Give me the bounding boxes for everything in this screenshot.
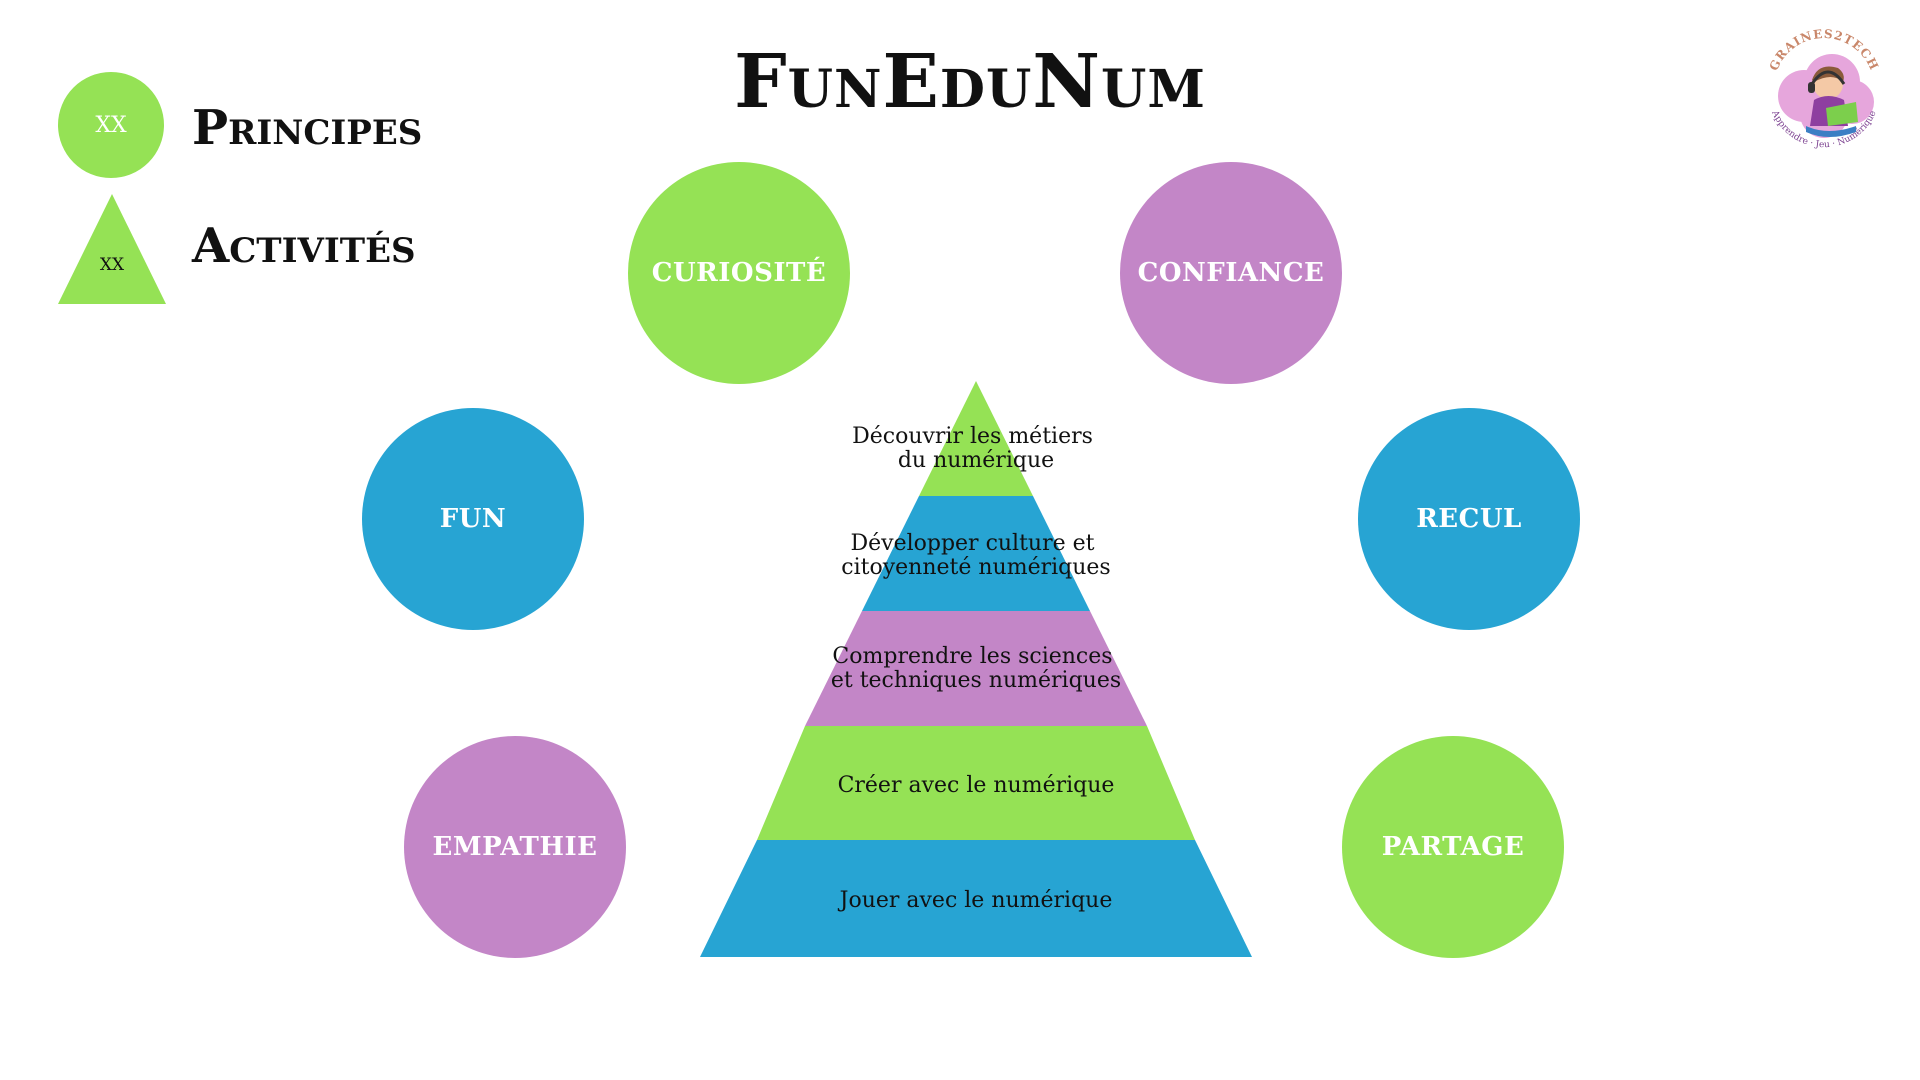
- legend-activities-label: Activités: [192, 218, 416, 274]
- legend-circle-sample-text: XX: [95, 112, 127, 138]
- principle-circle-partage: PARTAGE: [1342, 736, 1564, 958]
- pyramid-level-1: [919, 381, 1033, 496]
- principle-circle-curiosite: CURIOSITÉ: [628, 162, 850, 384]
- legend-triangle-sample-text: XX: [100, 255, 125, 275]
- activity-label-5: Jouer avec le numérique: [838, 888, 1113, 913]
- pyramid-level-3: [805, 611, 1147, 726]
- activity-label-3: Comprendre les sciences et techniques nu…: [831, 644, 1121, 693]
- principle-label-empathie: EMPATHIE: [432, 832, 598, 862]
- legend-circle-symbol: XX: [58, 72, 164, 178]
- principle-circle-empathie: EMPATHIE: [404, 736, 626, 958]
- pyramid-level-5: [700, 840, 1252, 957]
- activity-label-2: Développer culture et citoyenneté numéri…: [841, 531, 1110, 580]
- activity-line: et techniques numériques: [831, 668, 1121, 693]
- principle-label-recul: RECUL: [1416, 504, 1522, 534]
- pyramid-level-4: [757, 726, 1195, 840]
- activity-line: Développer culture et: [850, 531, 1094, 556]
- activity-line: citoyenneté numériques: [841, 555, 1110, 580]
- principle-circle-confiance: CONFIANCE: [1120, 162, 1342, 384]
- legend-triangle-symbol: XX: [58, 194, 166, 304]
- principle-label-confiance: CONFIANCE: [1137, 258, 1325, 288]
- kid-with-laptop-logo: GRAINES2TECH Apprendre · Jeu · Numérique: [1767, 27, 1881, 150]
- principle-circle-fun: FUN: [362, 408, 584, 630]
- activity-line: du numérique: [898, 448, 1054, 473]
- principle-label-curiosite: CURIOSITÉ: [651, 258, 827, 288]
- legend-principles-label: Principes: [192, 100, 423, 156]
- activity-label-1: Découvrir les métiers du numérique: [852, 424, 1100, 473]
- activity-line: Créer avec le numérique: [838, 773, 1115, 798]
- activity-line: Jouer avec le numérique: [838, 888, 1113, 913]
- activity-line: Comprendre les sciences: [832, 644, 1112, 669]
- principle-label-partage: PARTAGE: [1381, 832, 1525, 862]
- activity-label-4: Créer avec le numérique: [838, 773, 1115, 798]
- principle-circle-recul: RECUL: [1358, 408, 1580, 630]
- principle-label-fun: FUN: [439, 504, 507, 534]
- activity-line: Découvrir les métiers: [852, 424, 1093, 449]
- pyramid-level-2: [862, 496, 1090, 611]
- page-title: FunEduNum: [734, 39, 1206, 125]
